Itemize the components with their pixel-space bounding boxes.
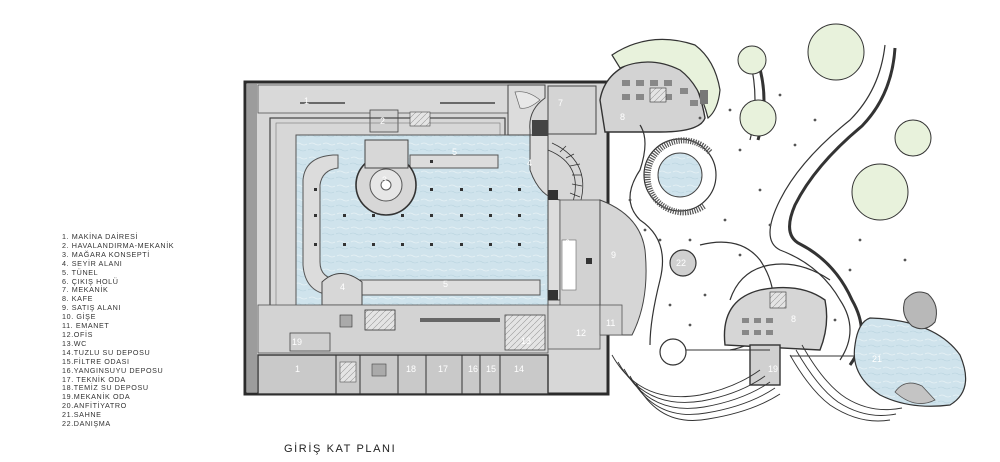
plan-title: GİRİŞ KAT PLANI (284, 443, 397, 455)
legend-item: 19.MEKANİK ODA (62, 392, 131, 402)
stage-pool (853, 291, 967, 407)
legend-item: 14.TUZLU SU DEPOSU (62, 347, 151, 357)
room-label-19-left: 19 (292, 337, 302, 347)
legend-item: 10. GİŞE (62, 312, 96, 322)
legend-item: 15.FİLTRE ODASI (62, 356, 130, 366)
legend-item: 22.DANIŞMA (62, 419, 111, 429)
room-label-4-left: 4 (340, 282, 345, 292)
legend-item: 20.ANFİTİYATRO (62, 401, 127, 411)
cafe-bottom (723, 286, 828, 386)
legend-item: 11. EMANET (62, 321, 110, 331)
legend-item: 17. TEKNİK ODA (62, 374, 126, 384)
room-label-13: 13 (521, 336, 531, 346)
legend-item: 6. ÇIKIŞ HOLÜ (62, 276, 119, 286)
room-label-15: 15 (486, 364, 496, 374)
amphitheatre (611, 344, 903, 422)
legend-item: 18.TEMİZ SU DEPOSU (62, 383, 149, 393)
legend-item: 7. MEKANİK (62, 285, 109, 295)
info-desk-circle (669, 249, 697, 277)
cafe-top (599, 38, 721, 133)
room-label-21: 21 (872, 354, 882, 364)
room-label-20: 20 (666, 347, 676, 357)
legend-item: 2. HAVALANDIRMA-MEKANİK (62, 240, 175, 250)
room-labels: 1 2 3 4 4 5 5 6 7 8 9 11 12 13 19 1 18 1… (292, 96, 882, 374)
legend-item: 21.SAHNE (62, 410, 102, 420)
room-label-7: 7 (558, 98, 563, 108)
room-label-1-top: 1 (304, 96, 309, 106)
room-label-16: 16 (468, 364, 478, 374)
room-label-11: 11 (606, 318, 615, 328)
legend-item: 12.OFİS (62, 329, 93, 339)
room-label-2: 2 (380, 116, 385, 126)
room-label-12: 12 (576, 328, 586, 338)
room-label-18: 18 (406, 364, 416, 374)
legend-item: 3. MAĞARA KONSEPTİ (62, 249, 150, 259)
room-label-6: 6 (565, 238, 570, 248)
main-building (243, 80, 647, 396)
trees (737, 23, 932, 221)
room-label-5-top: 5 (452, 147, 457, 157)
room-label-1-bottom: 1 (295, 364, 300, 374)
room-label-8-top: 8 (620, 112, 625, 122)
room-label-5-bottom: 5 (443, 279, 448, 289)
amphitheatre-stage-circle (659, 338, 687, 366)
legend-item: 13.WC (62, 338, 87, 348)
room-label-19-right: 19 (768, 364, 778, 374)
room-label-9: 9 (611, 250, 616, 260)
room-label-3: 3 (382, 175, 387, 185)
legend-item: 4. SEYİR ALANI (62, 258, 123, 268)
room-label-22: 22 (676, 258, 686, 268)
legend-item: 5. TÜNEL (62, 267, 99, 277)
legend-item: 16.YANGINSUYU DEPOSU (62, 365, 164, 375)
room-label-14: 14 (514, 364, 524, 374)
legend-item: 8. KAFE (62, 294, 93, 304)
room-label-17: 17 (438, 364, 448, 374)
ring-pool (643, 137, 717, 216)
legend-item: 1. MAKİNA DAİRESİ (62, 232, 139, 241)
room-label-8-right: 8 (791, 314, 796, 324)
site-dots (628, 93, 907, 327)
legend-item: 9. SATIŞ ALANI (62, 303, 121, 313)
room-label-4-right: 4 (527, 158, 532, 168)
